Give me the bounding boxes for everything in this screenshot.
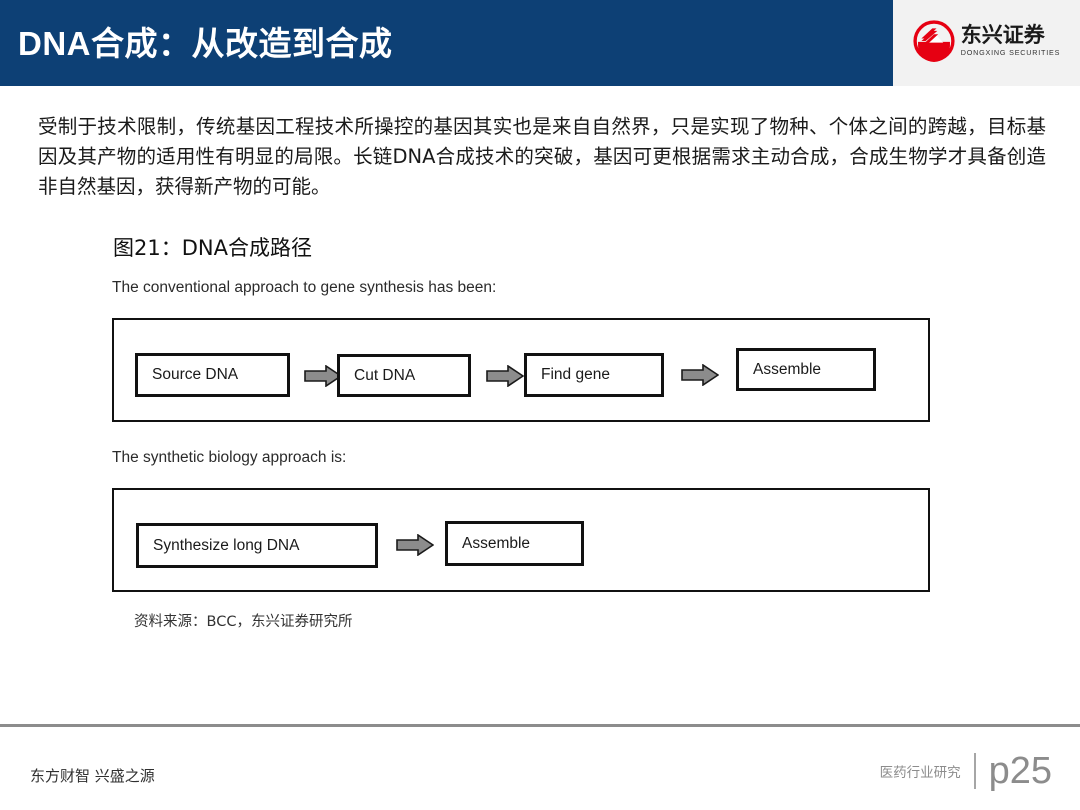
logo-text: 东兴证券 DONGXING SECURITIES — [960, 23, 1061, 58]
page-title: DNA合成：从改造到合成 — [18, 25, 393, 62]
company-logo-panel: 东兴证券 DONGXING SECURITIES — [893, 0, 1080, 86]
logo-name-en: DONGXING SECURITIES — [960, 48, 1061, 58]
footer-vertical-divider — [973, 753, 976, 789]
body-paragraph: 受制于技术限制，传统基因工程技术所操控的基因其实也是来自自然界，只是实现了物种、… — [38, 115, 1046, 198]
footer-section-label: 医药行业研究 — [879, 765, 961, 781]
footer-right-group: 医药行业研究 p25 — [880, 752, 1052, 790]
page-header: DNA合成：从改造到合成 东兴证券 DONGXING SECURITIES — [0, 0, 1080, 86]
figure-source-note: 资料来源：BCC，东兴证券研究所 — [134, 614, 353, 630]
flow-box-cut-dna: Cut DNA — [337, 354, 471, 397]
flow-box-synthesize-long-dna: Synthesize long DNA — [136, 523, 378, 568]
flow-box-label: Find gene — [541, 366, 610, 383]
flow-box-label: Source DNA — [152, 366, 239, 383]
flow-box-label: Cut DNA — [354, 366, 416, 384]
arrow-right-icon — [486, 365, 524, 387]
flow-box-label: Assemble — [462, 534, 531, 552]
logo: 东兴证券 DONGXING SECURITIES — [913, 20, 1060, 62]
flow-caption-synthetic: The synthetic biology approach is: — [112, 449, 347, 466]
dongxing-emblem-icon — [913, 20, 955, 62]
header-blue-bar: DNA合成：从改造到合成 — [0, 0, 893, 86]
flow-box-source-dna: Source DNA — [135, 353, 290, 397]
footer-page-number: p25 — [988, 750, 1052, 792]
flow-box-assemble: Assemble — [736, 348, 876, 391]
flow-diagram-synthetic: Synthesize long DNA Assemble — [112, 488, 930, 592]
flow-diagram-conventional: Source DNA Cut DNA Find gene Assemble — [112, 318, 930, 422]
flow-box-label: Assemble — [753, 360, 822, 378]
footer-slogan: 东方财智 兴盛之源 — [30, 767, 155, 785]
arrow-right-icon — [681, 364, 719, 386]
flow-box-label: Synthesize long DNA — [153, 536, 300, 554]
footer-divider-rule — [0, 724, 1080, 727]
figure-title: 图21：DNA合成路径 — [113, 236, 312, 260]
logo-name-cn: 东兴证券 — [960, 23, 1045, 48]
flow-box-find-gene: Find gene — [524, 353, 664, 397]
flow-box-assemble: Assemble — [445, 521, 584, 566]
flow-caption-conventional: The conventional approach to gene synthe… — [112, 279, 497, 296]
arrow-right-icon — [304, 365, 342, 387]
arrow-right-icon — [396, 534, 434, 556]
